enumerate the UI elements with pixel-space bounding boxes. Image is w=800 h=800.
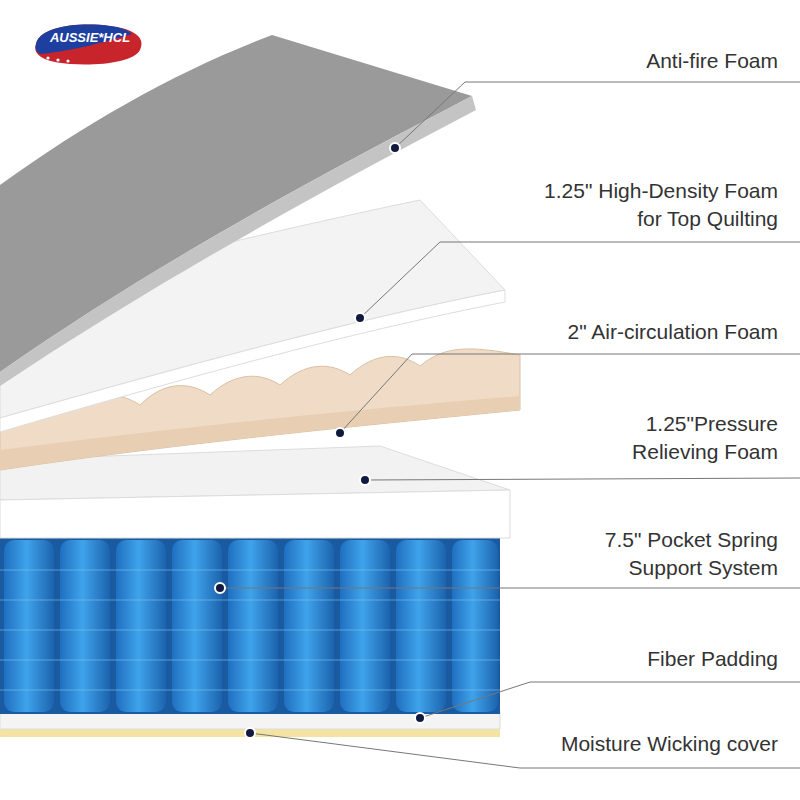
layer-label: 2" Air-circulation Foam bbox=[458, 318, 778, 346]
anti-fire-foam-layer bbox=[0, 35, 476, 386]
layer-label: 1.25" High-Density Foam for Top Quilting bbox=[530, 177, 778, 233]
callout-dots bbox=[215, 143, 425, 738]
logo-text: AUSSIE*HCL bbox=[38, 30, 142, 46]
layer-label: Fiber Padding bbox=[478, 645, 778, 673]
pressure-foam-layer bbox=[0, 446, 510, 538]
fiber-padding bbox=[0, 712, 500, 729]
pocket-springs bbox=[0, 538, 500, 714]
layer-label: 7.5" Pocket Spring Support System bbox=[580, 526, 778, 582]
leader-lines bbox=[220, 82, 800, 768]
bottom-cover bbox=[0, 729, 500, 737]
layer-label: Anti-fire Foam bbox=[478, 47, 778, 75]
layer-label: 1.25"Pressure Relieving Foam bbox=[592, 410, 778, 466]
logo-badge bbox=[35, 25, 141, 65]
layer-label: Moisture Wicking cover bbox=[458, 730, 778, 758]
